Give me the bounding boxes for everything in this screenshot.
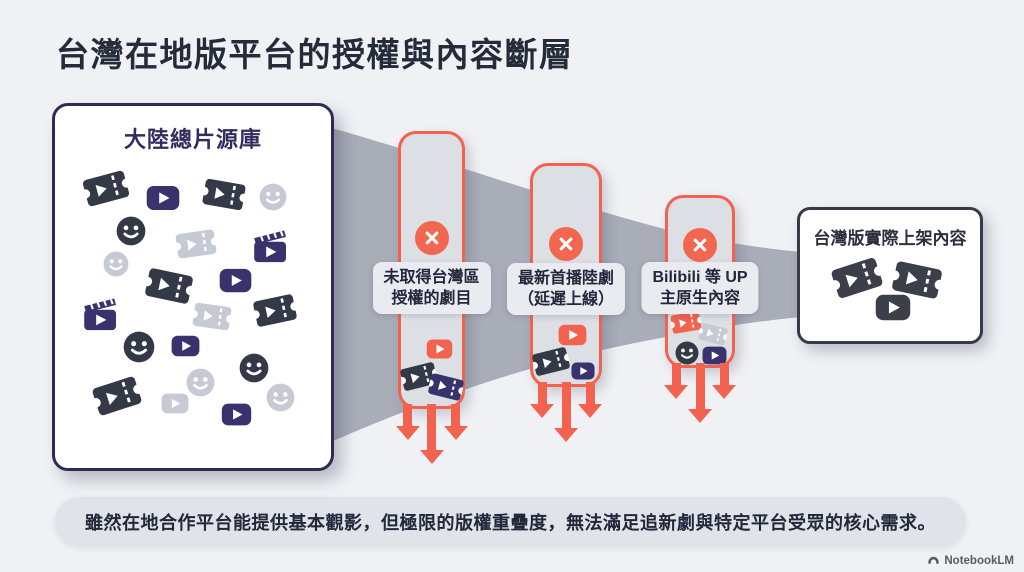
play-icon (558, 324, 587, 346)
ticket-icon (251, 292, 298, 329)
output-box-title: 台灣版實際上架內容 (813, 229, 967, 248)
ticket-icon (90, 374, 144, 419)
smiley-icon (103, 251, 129, 277)
play-icon (171, 335, 200, 357)
caption-text: 雖然在地合作平台能提供基本觀影，但極限的版權重疊度，無法滿足追新劇與特定平台受眾… (85, 512, 936, 533)
filter-label-line2: （延遲上線） (517, 291, 615, 309)
filter-arrows (395, 404, 468, 468)
filter-label-line1: Bilibili 等 UP (652, 269, 748, 286)
smiley-icon (266, 383, 295, 412)
filter-label-line1: 最新首播陸劇 (517, 270, 615, 287)
x-circle-icon (683, 228, 717, 262)
arrow-down-icon (554, 382, 578, 442)
play-icon (221, 403, 252, 426)
clapper-icon (253, 230, 289, 263)
smiley-icon (186, 368, 215, 397)
play-icon (161, 393, 189, 414)
filter-stage-ugc-content: Bilibili 等 UP 主原生內容 (641, 195, 759, 423)
play-icon (426, 339, 453, 359)
arrow-down-icon (578, 382, 602, 418)
arrow-down-icon (395, 404, 420, 440)
ticket-icon (201, 177, 247, 213)
output-box: 台灣版實際上架內容 (797, 207, 983, 344)
filter-label-line2: 主原生內容 (659, 290, 740, 308)
filter-label-line2: 授權的劇目 (391, 290, 472, 308)
source-box: 大陸總片源庫 (52, 103, 334, 471)
arrow-down-icon (419, 404, 444, 464)
filter-label: 未取得台灣區 授權的劇目 (372, 262, 491, 315)
x-circle-icon (414, 221, 449, 255)
smiley-icon (239, 353, 269, 383)
play-icon (571, 362, 595, 380)
filter-label: 最新首播陸劇 （延遲上線） (506, 263, 626, 316)
caption-bar: 雖然在地合作平台能提供基本觀影，但極限的版權重疊度，無法滿足追新劇與特定平台受眾… (55, 497, 966, 546)
ticket-icon (143, 266, 195, 307)
arrow-down-icon (664, 363, 688, 399)
smiley-icon (123, 331, 155, 363)
watermark: NotebookLM (927, 555, 1014, 567)
smiley-icon (259, 183, 287, 211)
filter-stage-delayed-premieres: 最新首播陸劇 （延遲上線） (506, 163, 626, 442)
filter-label-line1: 未取得台灣區 (383, 269, 480, 286)
notebooklm-label: NotebookLM (944, 555, 1014, 567)
arrow-down-icon (688, 363, 712, 423)
page-title: 台灣在地版平台的授權與內容斷層 (56, 36, 574, 73)
clapper-icon (83, 298, 119, 331)
play-icon (146, 185, 180, 211)
filter-stage-unlicensed: 未取得台灣區 授權的劇目 (372, 131, 491, 464)
ticket-icon (174, 227, 218, 260)
arrow-down-icon (712, 363, 736, 399)
smiley-icon (675, 341, 699, 365)
play-icon (875, 294, 911, 321)
filter-arrows (664, 363, 736, 427)
filter-arrows (530, 382, 602, 446)
notebooklm-logo-icon (928, 556, 940, 564)
source-box-title: 大陸總片源庫 (123, 127, 262, 152)
filter-label: Bilibili 等 UP 主原生內容 (641, 262, 759, 315)
ticket-icon (191, 300, 232, 332)
x-circle-icon (549, 227, 583, 261)
smiley-icon (116, 216, 146, 246)
ticket-icon (81, 168, 132, 209)
arrow-down-icon (530, 382, 554, 418)
arrow-down-icon (443, 404, 468, 440)
play-icon (219, 268, 252, 293)
